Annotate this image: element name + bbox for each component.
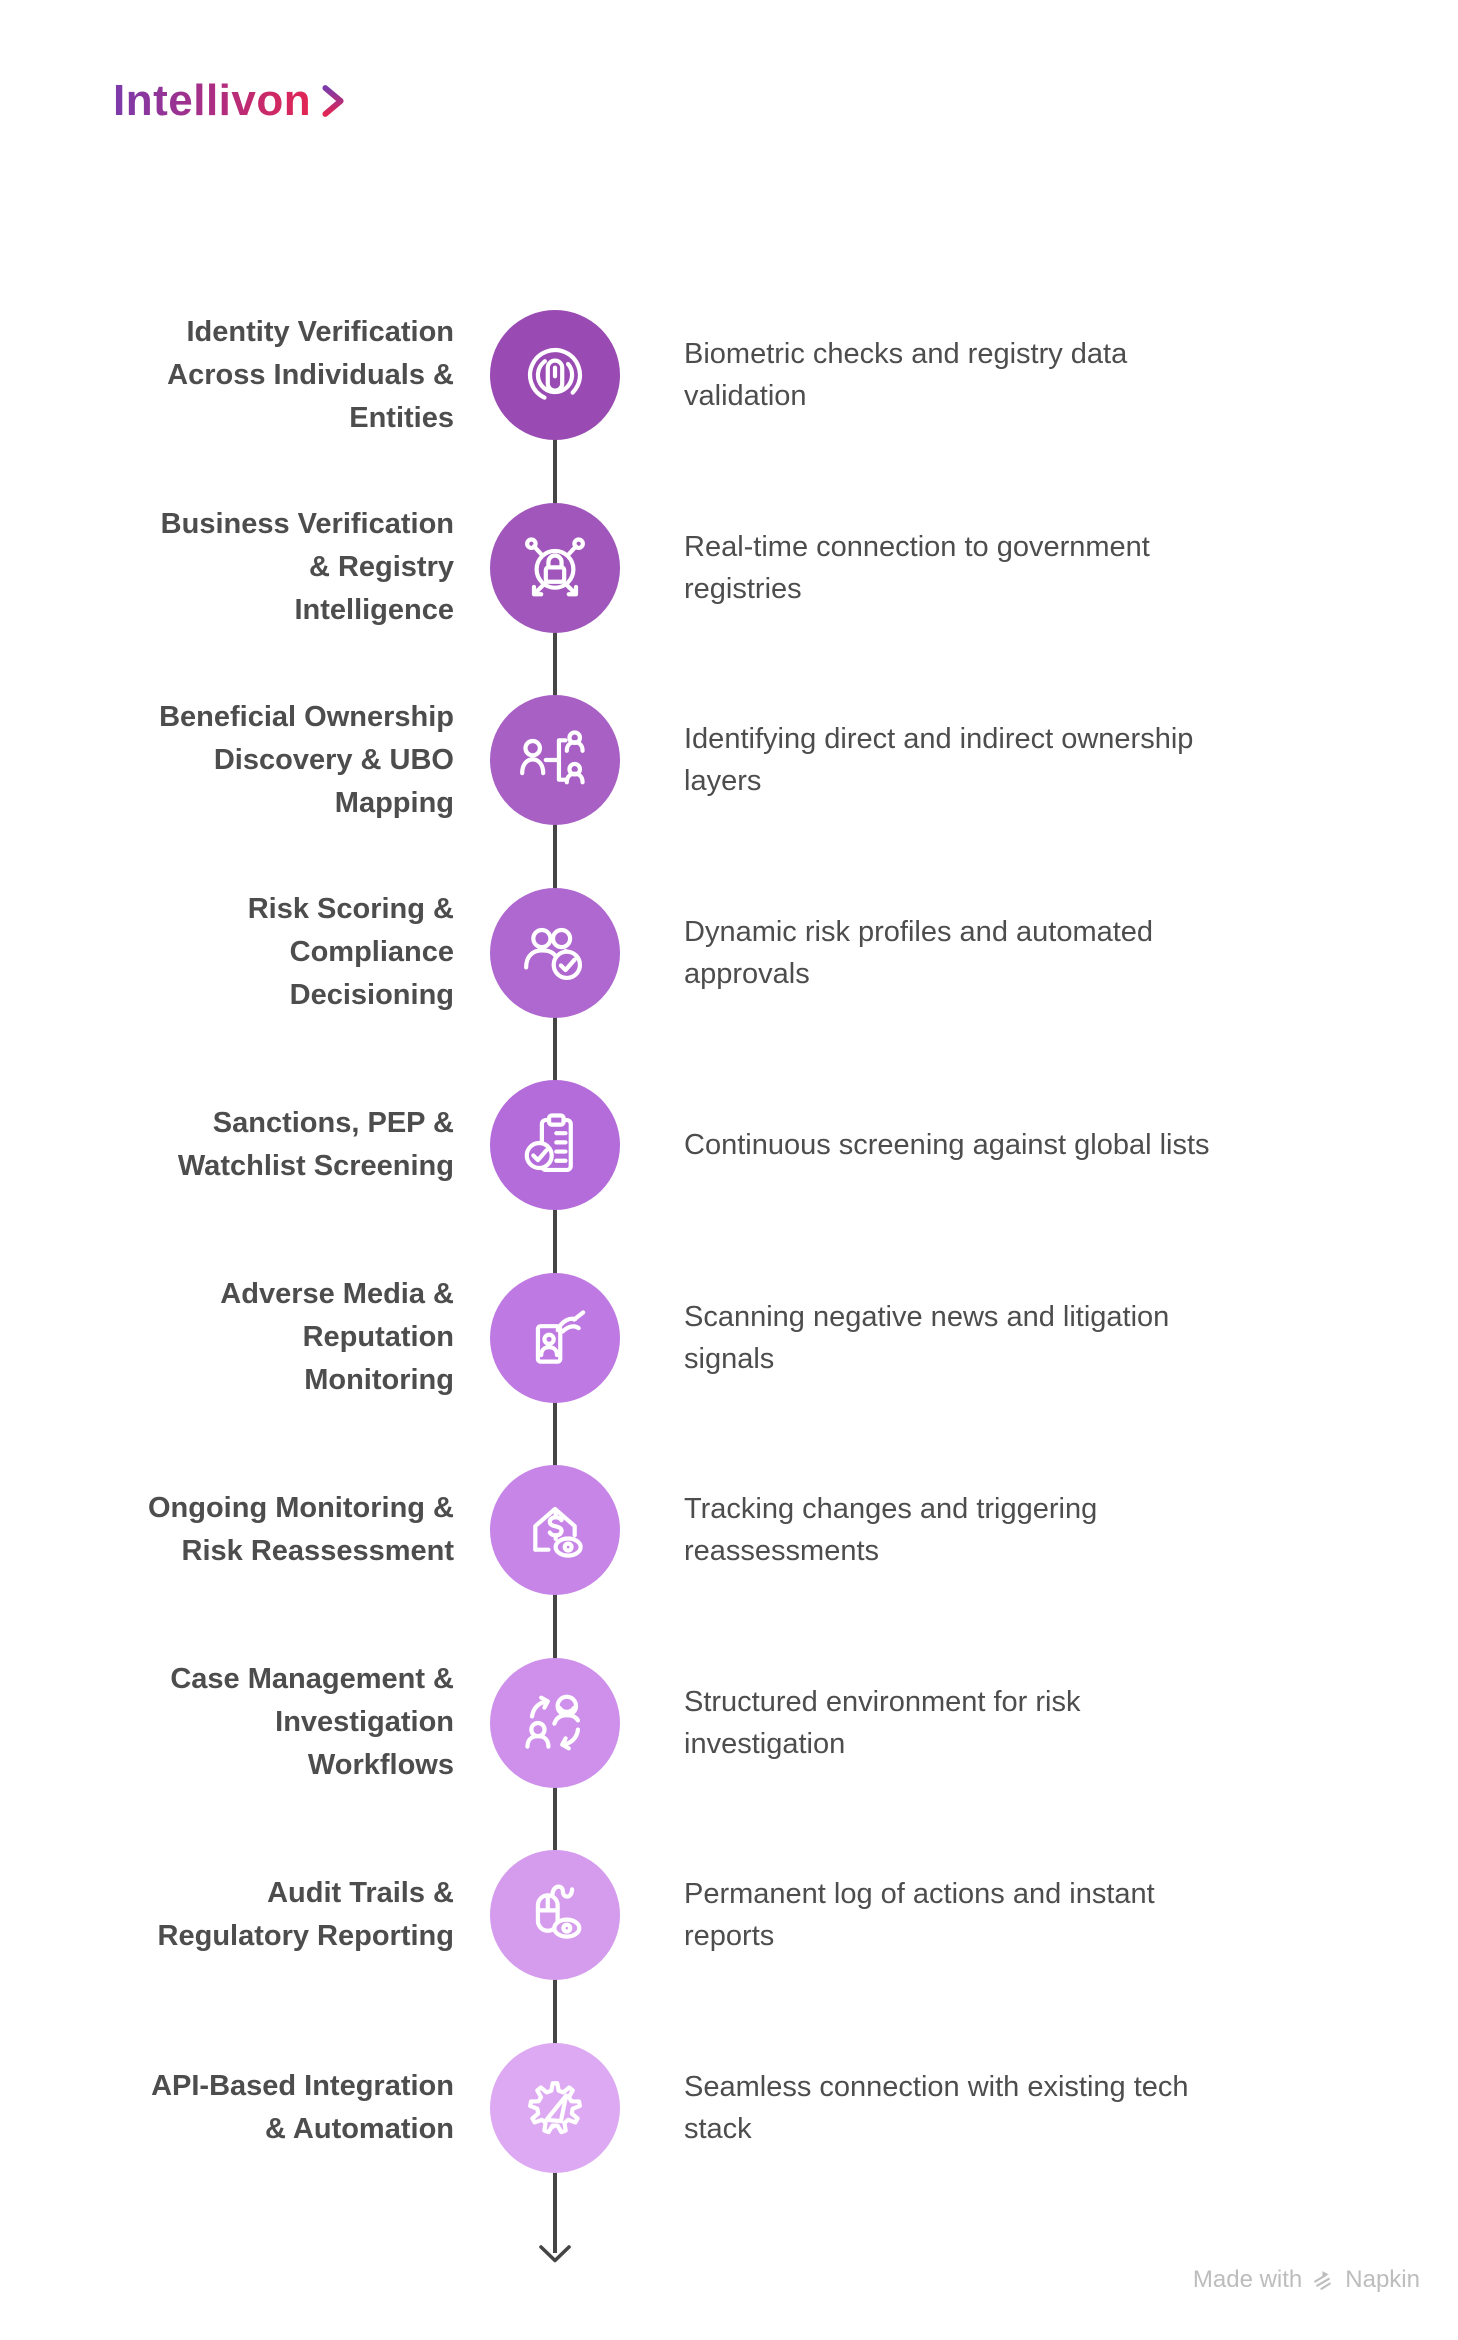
item-title: Risk Scoring & Compliance Decisioning	[247, 893, 454, 1012]
house-dollar-eye-icon	[513, 1488, 597, 1572]
mouse-eye-icon	[513, 1873, 597, 1957]
item-icon-circle	[490, 1080, 620, 1211]
logo: Intellivon	[113, 76, 346, 126]
people-sync-icon	[513, 1681, 597, 1765]
made-with-napkin: Made with Napkin	[1193, 2266, 1420, 2294]
item-description: Tracking changes and triggering reassess…	[684, 1493, 1098, 1568]
made-with-label: Made with	[1192, 2266, 1303, 2293]
clipboard-check-icon	[513, 1103, 597, 1187]
item-description: Dynamic risk profiles and automated appr…	[684, 915, 1154, 990]
item-description: Seamless connection with existing tech s…	[684, 2070, 1189, 2145]
item-title: Sanctions, PEP & Watchlist Screening	[177, 1107, 454, 1183]
item-description: Identifying direct and indirect ownershi…	[684, 723, 1194, 798]
item-icon-circle	[490, 1272, 620, 1403]
item-description: Continuous screening against global list…	[684, 1129, 1210, 1162]
logo-text: Intellivon	[113, 76, 312, 125]
item-icon-circle	[490, 2042, 620, 2173]
item-title: Adverse Media & Reputation Monitoring	[220, 1278, 454, 1397]
item-description: Real-time connection to government regis…	[684, 530, 1150, 605]
napkin-logo-icon	[1311, 2268, 1336, 2293]
timeline-arrow-icon	[539, 2245, 571, 2269]
timeline-item: Sanctions, PEP & Watchlist Screening Con…	[0, 1049, 1458, 1242]
item-icon-circle	[490, 1657, 620, 1788]
timeline-item: Identity Verification Across Individuals…	[0, 279, 1458, 472]
item-icon-circle	[490, 887, 620, 1018]
timeline-item: Ongoing Monitoring & Risk Reassessment T…	[0, 1434, 1458, 1627]
item-description: Structured environment for risk investig…	[684, 1685, 1081, 1760]
item-icon-circle	[490, 502, 620, 633]
id-card-hand-icon	[513, 1296, 597, 1380]
item-icon-circle	[490, 310, 620, 441]
item-title: Identity Verification Across Individuals…	[167, 315, 454, 434]
item-title: Case Management & Investigation Workflow…	[170, 1663, 454, 1782]
item-description: Permanent log of actions and instant rep…	[684, 1878, 1155, 1953]
secure-network-icon	[513, 526, 597, 610]
fingerprint-icon	[513, 333, 597, 417]
item-title: Ongoing Monitoring & Risk Reassessment	[147, 1492, 454, 1568]
timeline-item: Case Management & Investigation Workflow…	[0, 1627, 1458, 1820]
ownership-mapping-icon	[513, 718, 597, 802]
timeline: Identity Verification Across Individuals…	[0, 279, 1458, 2204]
item-description: Scanning negative news and litigation si…	[684, 1300, 1170, 1375]
item-title: Beneficial Ownership Discovery & UBO Map…	[159, 700, 454, 819]
napkin-brand-label: Napkin	[1345, 2266, 1420, 2293]
item-icon-circle	[490, 695, 620, 826]
item-title: API-Based Integration & Automation	[151, 2069, 454, 2145]
timeline-item: Business Verification & Registry Intelli…	[0, 472, 1458, 665]
timeline-item: Adverse Media & Reputation Monitoring Sc…	[0, 1242, 1458, 1435]
gear-plane-icon	[513, 2066, 597, 2150]
timeline-item: API-Based Integration & Automation Seaml…	[0, 2012, 1458, 2205]
item-description: Biometric checks and registry data valid…	[684, 338, 1128, 413]
item-title: Audit Trails & Regulatory Reporting	[157, 1877, 454, 1953]
timeline-item: Beneficial Ownership Discovery & UBO Map…	[0, 664, 1458, 857]
timeline-item: Risk Scoring & Compliance Decisioning Dy…	[0, 857, 1458, 1050]
timeline-item: Audit Trails & Regulatory Reporting Perm…	[0, 1819, 1458, 2012]
people-check-icon	[513, 911, 597, 995]
item-icon-circle	[490, 1850, 620, 1981]
logo-chevron-icon	[321, 83, 346, 119]
item-icon-circle	[490, 1465, 620, 1596]
item-title: Business Verification & Registry Intelli…	[160, 508, 454, 627]
